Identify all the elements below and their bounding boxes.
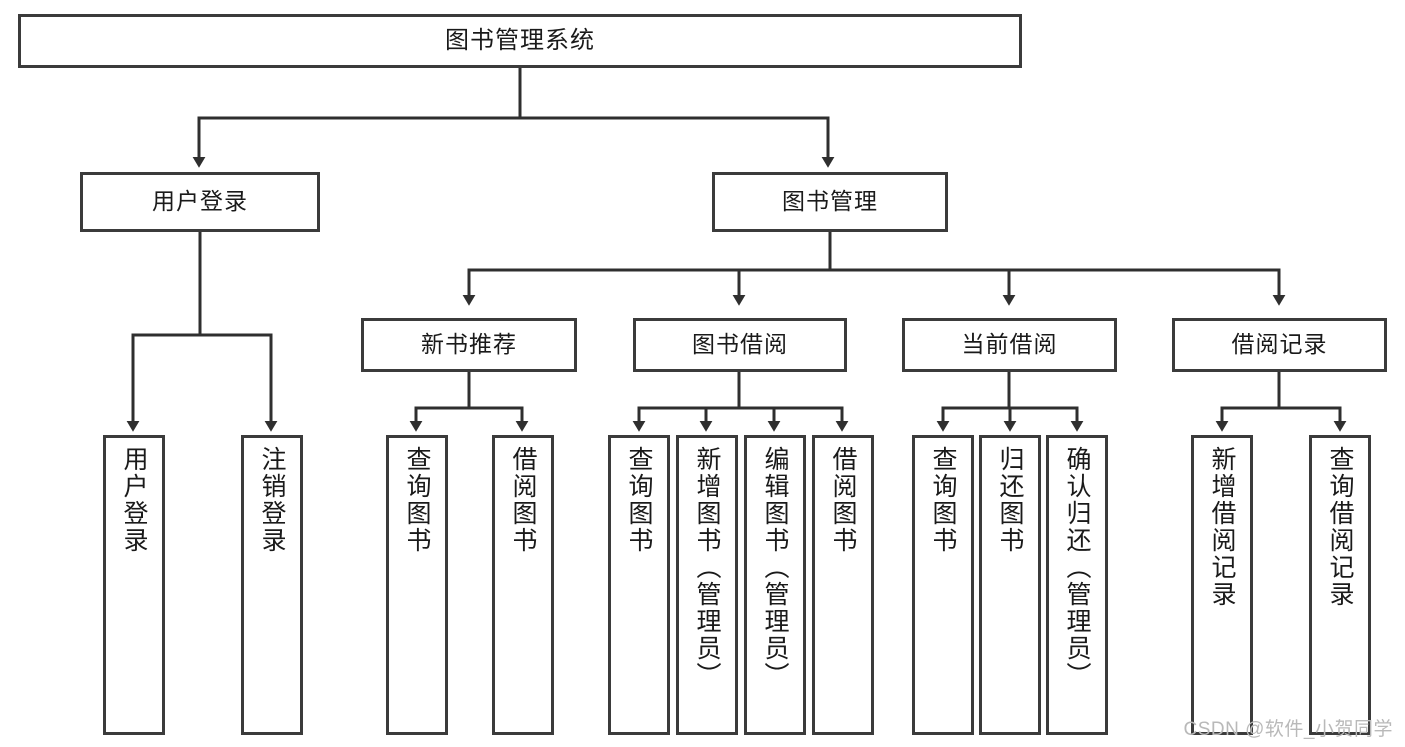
- leaf-query-borrow-record[interactable]: 查询借阅记录: [1309, 435, 1371, 735]
- leaf-edit-book-admin[interactable]: 编辑图书（管理员）: [744, 435, 806, 735]
- leaf-confirm-return-admin[interactable]: 确认归还（管理员）: [1046, 435, 1108, 735]
- leaf-query-book-current[interactable]: 查询图书: [912, 435, 974, 735]
- node-label: 图书管理系统: [445, 26, 595, 54]
- node-label: 归还图书: [996, 446, 1024, 554]
- node-label: 图书管理: [782, 188, 878, 215]
- node-label: 编辑图书（管理员）: [761, 446, 789, 689]
- node-book-management[interactable]: 图书管理: [712, 172, 948, 232]
- leaf-add-borrow-record[interactable]: 新增借阅记录: [1191, 435, 1253, 735]
- node-label: 当前借阅: [961, 331, 1058, 358]
- node-label: 查询图书: [625, 446, 653, 554]
- node-borrow-record[interactable]: 借阅记录: [1172, 318, 1387, 372]
- node-label: 借阅记录: [1231, 331, 1328, 358]
- node-new-book-recommend[interactable]: 新书推荐: [361, 318, 577, 372]
- node-label: 查询图书: [929, 446, 957, 554]
- node-user-login[interactable]: 用户登录: [80, 172, 320, 232]
- leaf-return-book[interactable]: 归还图书: [979, 435, 1041, 735]
- node-label: 注销登录: [258, 446, 286, 554]
- leaf-borrow-book[interactable]: 借阅图书: [812, 435, 874, 735]
- leaf-query-book-borrow[interactable]: 查询图书: [608, 435, 670, 735]
- node-current-borrow[interactable]: 当前借阅: [902, 318, 1117, 372]
- node-label: 新书推荐: [421, 331, 517, 358]
- node-label: 查询借阅记录: [1326, 446, 1354, 608]
- leaf-borrow-book-recommend[interactable]: 借阅图书: [492, 435, 554, 735]
- node-label: 确认归还（管理员）: [1063, 446, 1091, 689]
- node-label: 查询图书: [403, 446, 431, 554]
- node-label: 图书借阅: [692, 331, 788, 358]
- csdn-watermark: CSDN @软件_小贺同学: [1183, 719, 1393, 740]
- node-label: 用户登录: [152, 188, 248, 215]
- node-book-borrow[interactable]: 图书借阅: [633, 318, 847, 372]
- node-label: 新增图书（管理员）: [693, 446, 721, 689]
- leaf-add-book-admin[interactable]: 新增图书（管理员）: [676, 435, 738, 735]
- node-label: 新增借阅记录: [1208, 446, 1236, 608]
- leaf-logout[interactable]: 注销登录: [241, 435, 303, 735]
- leaf-query-book-recommend[interactable]: 查询图书: [386, 435, 448, 735]
- node-label: 借阅图书: [509, 446, 537, 554]
- node-root-system[interactable]: 图书管理系统: [18, 14, 1022, 68]
- leaf-user-login[interactable]: 用户登录: [103, 435, 165, 735]
- node-label: 用户登录: [120, 446, 148, 554]
- node-label: 借阅图书: [829, 446, 857, 554]
